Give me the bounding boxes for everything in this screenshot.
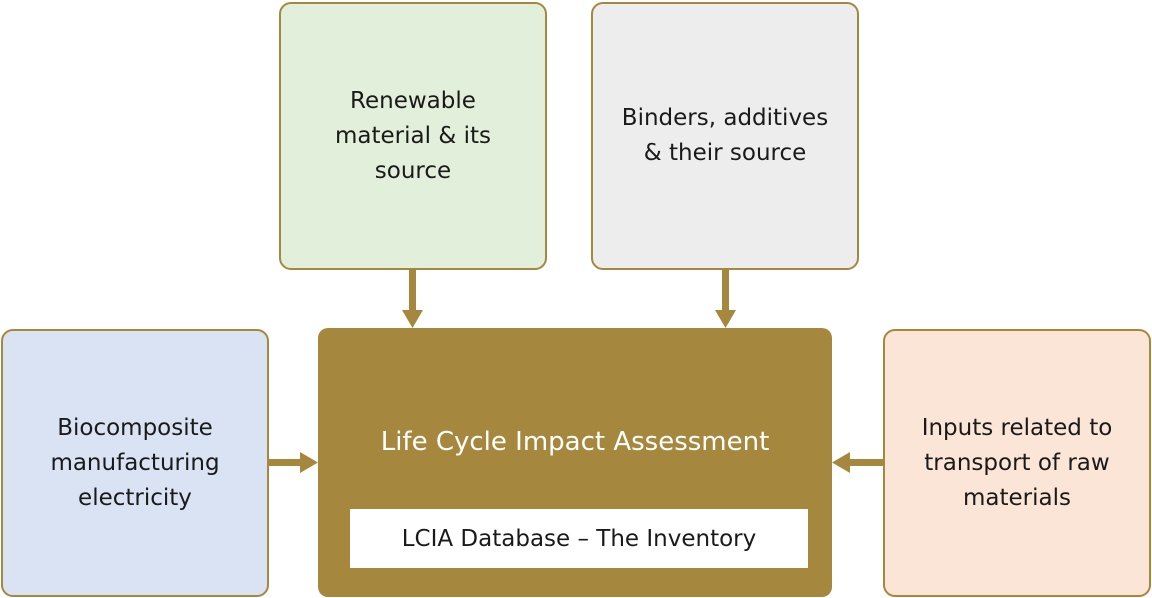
binders-additives-box: Binders, additives & their source (591, 2, 859, 270)
renewable-material-box: Renewable material & its source (279, 2, 547, 270)
transport-inputs-box: Inputs related to transport of raw mater… (883, 329, 1151, 597)
arrow-binders-to-lcia (715, 270, 736, 328)
biocomposite-electricity-box: Biocomposite manufacturing electricity (1, 329, 269, 597)
arrow-biocomposite-to-lcia (269, 452, 318, 473)
renewable-material-label: Renewable material & its source (335, 87, 491, 184)
arrow-transport-to-lcia (832, 452, 883, 473)
lcia-title: Life Cycle Impact Assessment (380, 427, 770, 457)
binders-additives-label: Binders, additives & their source (621, 105, 829, 166)
biocomposite-electricity-label: Biocomposite manufacturing electricity (50, 414, 220, 511)
lcia-database-label: LCIA Database – The Inventory (401, 525, 757, 552)
transport-inputs-label: Inputs related to transport of raw mater… (921, 414, 1113, 511)
lcia-box: Life Cycle Impact Assessment LCIA Databa… (318, 328, 832, 597)
lcia-database-box: LCIA Database – The Inventory (350, 509, 808, 568)
arrow-renewable-to-lcia (402, 270, 423, 328)
